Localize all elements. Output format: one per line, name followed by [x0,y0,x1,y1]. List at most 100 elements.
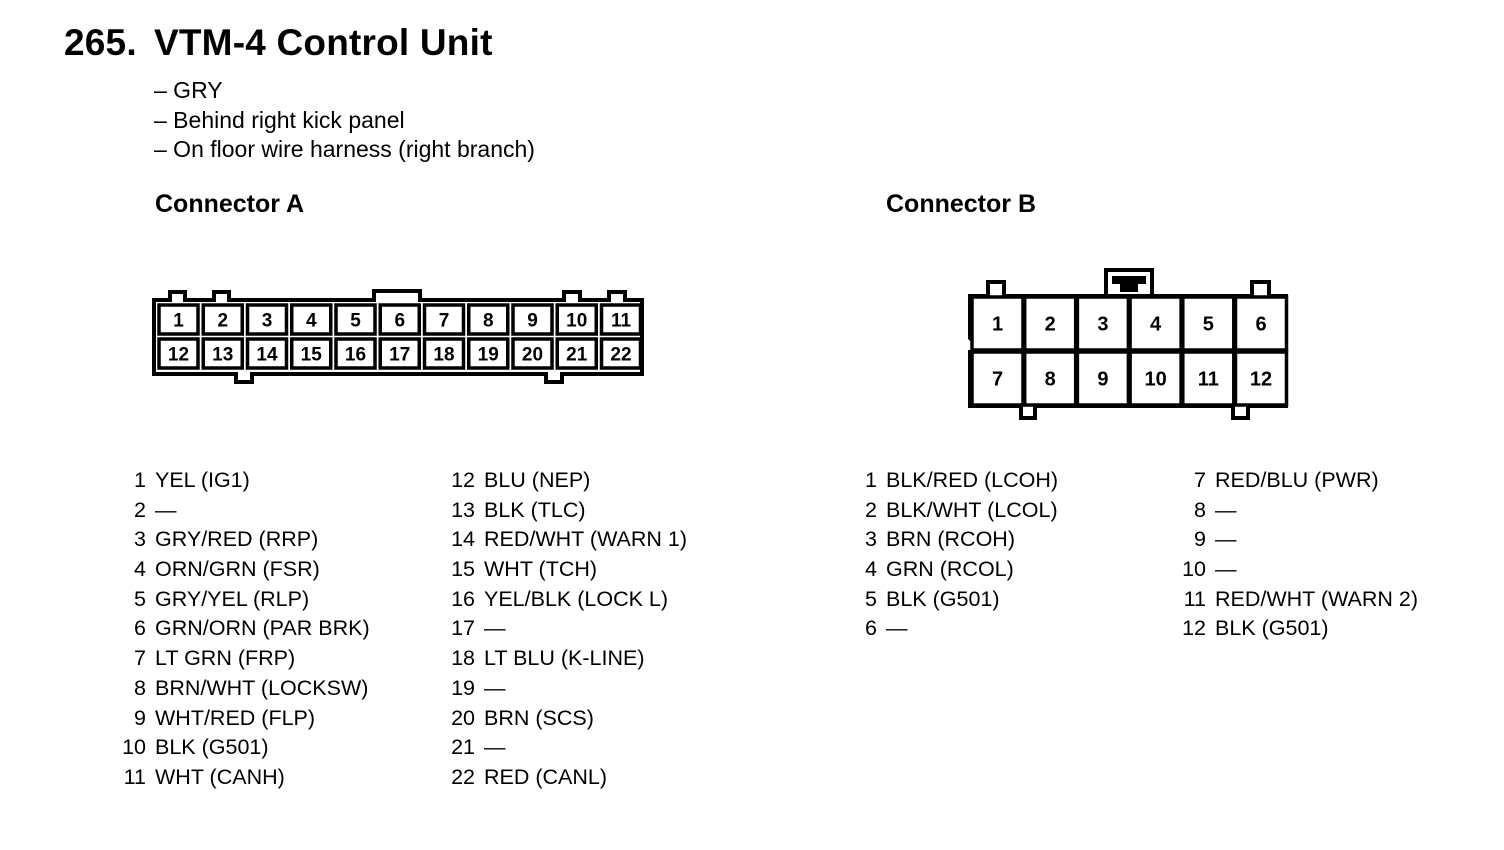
connector-a-pin-6-label: 6 [394,310,405,331]
connector-a-pin-14: 14 [245,337,289,370]
pin-number: 4 [134,557,146,582]
connector-b-pin-1-label: 1 [992,314,1003,336]
connector-a-pin-10: 10 [555,303,598,336]
pin-row: 9— [1194,525,1418,555]
connector-a-pin-10-label: 10 [566,310,587,331]
connector-b-pin-5: 5 [1181,295,1236,352]
pin-wire-description: BLK (G501) [155,735,269,760]
pin-wire-description: LT GRN (FRP) [155,646,296,671]
pin-wire-description: — [1215,527,1237,552]
pin-row: 19— [451,674,687,704]
connector-b-pin-9: 9 [1075,350,1131,407]
pin-wire-description: RED/BLU (PWR) [1215,468,1379,492]
connector-a-pin-20-label: 20 [522,344,543,365]
pin-number: 11 [1183,586,1206,611]
connector-b-pin-11: 11 [1181,350,1236,407]
pin-number: 19 [451,675,475,700]
note-color: – GRY [154,77,223,103]
connector-b-pin-5-label: 5 [1203,314,1214,336]
connector-a-pin-14-label: 14 [256,344,278,365]
pin-wire-description: BLU (NEP) [484,468,591,492]
connector-b-heading: Connector B [886,190,1036,218]
pin-number: 4 [865,557,877,582]
note-location: – Behind right kick panel [154,106,405,133]
pin-number: 1 [865,468,877,492]
pin-wire-description: — [155,497,177,522]
connector-a-pin-5: 5 [334,303,377,336]
pin-wire-description: YEL (IG1) [155,468,250,492]
connector-b-pin-2-label: 2 [1045,314,1056,336]
pin-number: 10 [1182,557,1206,582]
pin-number: 2 [865,497,877,522]
connector-a-pin-17-label: 17 [389,344,410,365]
pin-wire-description: LT BLU (K-LINE) [484,646,645,671]
pin-wire-description: — [886,616,908,641]
pin-number: 18 [451,646,475,671]
connector-a-pin-8-label: 8 [483,310,494,331]
pin-number: 10 [122,735,146,760]
pin-number: 9 [1194,527,1206,552]
pin-wire-description: — [484,735,506,760]
connector-a-pin-16: 16 [334,337,377,370]
pin-wire-description: — [484,616,506,641]
connector-b-pin-10: 10 [1128,350,1183,407]
pin-number: 7 [134,646,146,671]
pin-wire-description: GRY/RED (RRP) [155,527,319,552]
pin-row: 1 BLK/RED (LCOH) [865,466,1059,496]
pin-wire-description: BLK (G501) [886,586,1000,611]
pin-number: 12 [451,468,475,492]
connector-a-pin-7: 7 [422,303,466,336]
pin-number: 14 [451,527,475,552]
connector-b-pin-3-label: 3 [1097,314,1108,336]
connector-a-pin-2: 2 [201,303,244,336]
connector-a-pin-2-label: 2 [217,310,228,331]
connector-b-pin-8-label: 8 [1045,369,1056,391]
pin-number: 6 [865,616,877,641]
connector-a-pin-16-label: 16 [345,344,366,365]
pin-row: 7 LT GRN (FRP) [134,644,370,674]
connector-b-pin-12: 12 [1233,350,1289,407]
pin-wire-description: BLK/WHT (LCOL) [886,497,1058,522]
pin-row: 2— [134,496,370,526]
connector-a-pin-18-label: 18 [433,344,454,365]
pin-number: 13 [451,497,475,522]
connector-a-pin-11: 11 [599,303,643,336]
pin-wire-description: GRN/ORN (PAR BRK) [155,616,370,641]
connector-b-pin-7-label: 7 [992,369,1003,391]
connector-a-pin-12-label: 12 [168,344,189,365]
pin-row: 8— [1194,496,1418,526]
connector-b-pin-3: 3 [1075,295,1131,352]
connector-a-pin-9: 9 [511,303,554,336]
connector-a-pin-4: 4 [290,303,333,336]
pin-number: 3 [134,527,146,552]
connector-b-latch [1104,268,1154,298]
pin-number: 12 [1182,616,1206,641]
connector-b-pin-8: 8 [1022,350,1078,407]
pin-wire-description: WHT (CANH) [155,764,285,789]
pin-row: 12 BLU (NEP) [451,466,687,496]
pin-number: 2 [134,497,146,522]
pin-wire-description: BLK (TLC) [484,497,586,522]
pin-row: 10— [1182,555,1418,585]
pin-number: 21 [451,735,475,760]
section-number: 265. [64,22,137,63]
pin-wire-description: RED (CANL) [484,764,608,789]
pin-wire-description: BLK/RED (LCOH) [886,468,1059,492]
connector-a-pin-22-label: 22 [610,344,631,365]
connector-a-pin-21-label: 21 [566,344,588,365]
connector-b-pin-7: 7 [970,350,1025,407]
pin-wire-description: BLK (G501) [1215,616,1329,641]
